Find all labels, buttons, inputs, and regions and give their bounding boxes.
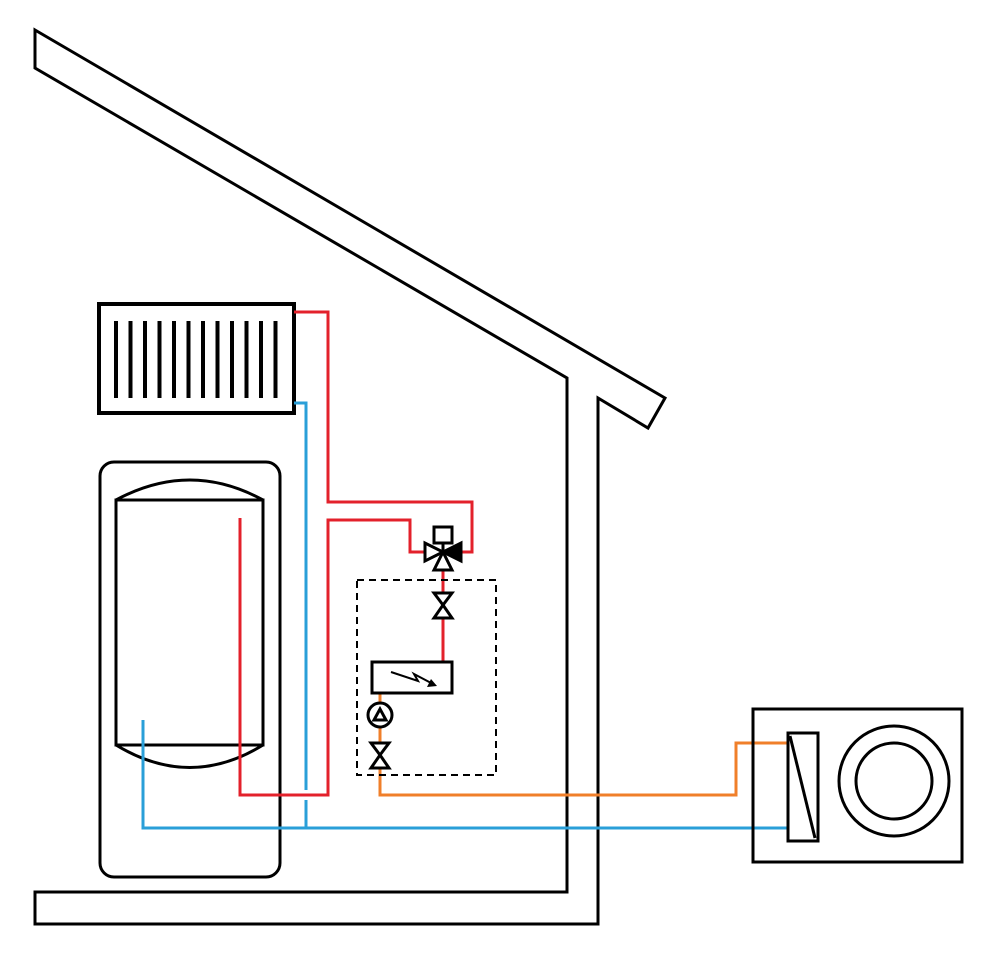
fan-icon — [837, 724, 951, 838]
shutoff-valve-icon — [368, 741, 392, 770]
circulation-pump-icon — [366, 701, 394, 729]
electric-heater-icon — [370, 660, 454, 695]
hot-water-tank — [98, 460, 282, 879]
three-way-valve-icon — [423, 525, 463, 572]
shutoff-valve-icon — [431, 591, 455, 620]
radiator — [97, 302, 296, 415]
hydraulic-module-box — [356, 579, 497, 776]
house-outline — [33, 27, 668, 926]
outdoor-heat-pump — [751, 707, 964, 864]
heat-pump-flow-pipes — [378, 693, 790, 797]
return-flow-pipes — [141, 401, 790, 830]
